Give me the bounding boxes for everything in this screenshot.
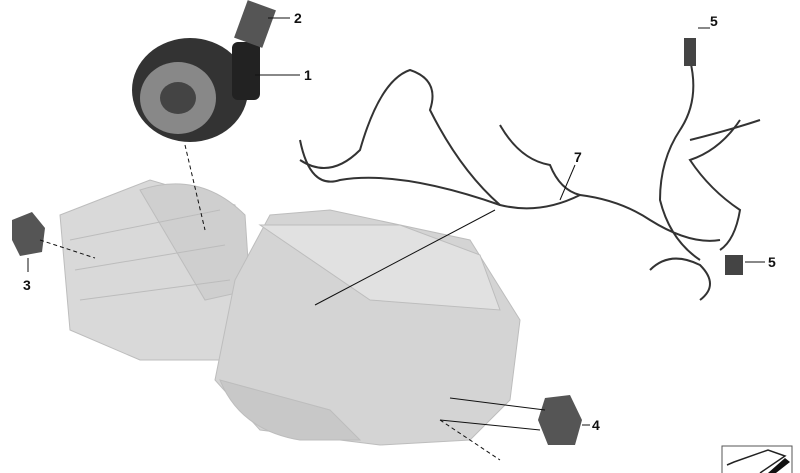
callout-3: 3 [23,277,31,293]
resistor [234,0,276,48]
blower-motor [132,38,260,142]
actuator-bottom [538,395,582,445]
callout-7: 7 [574,149,582,165]
sensor-top [684,38,696,66]
callout-1: 1 [304,67,312,83]
hvac-housing [59,179,521,446]
actuator-left [12,212,45,256]
leader-lines [27,17,765,461]
sensor-right [725,255,743,275]
callout-5-top: 5 [710,13,718,29]
callout-5-right: 5 [768,254,776,270]
callout-2: 2 [294,10,302,26]
wiring-harness [299,59,761,301]
callout-4: 4 [592,417,600,433]
part-symbol-icon [721,445,793,473]
